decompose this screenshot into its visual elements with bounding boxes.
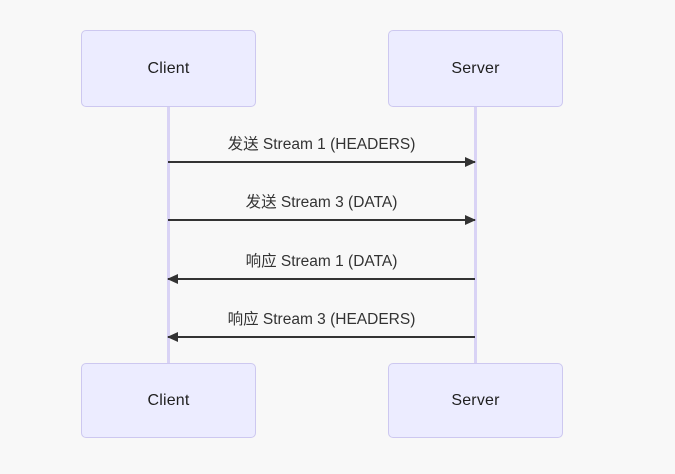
lifeline-server xyxy=(473,107,477,364)
message-4-label: 响应 Stream 3 (HEADERS) xyxy=(227,311,416,329)
participant-box-client-top[interactable]: Client xyxy=(81,30,256,107)
message-2-label: 发送 Stream 3 (DATA) xyxy=(245,194,398,212)
participant-label-client-top: Client xyxy=(147,59,190,77)
lifeline-client xyxy=(166,107,170,364)
participant-label-server-top: Server xyxy=(451,59,500,77)
participant-label-client-bottom: Client xyxy=(147,391,190,409)
message-4-line xyxy=(168,336,475,338)
participant-box-client-bottom[interactable]: Client xyxy=(81,363,256,438)
participant-label-server-bottom: Server xyxy=(451,391,500,409)
arrow-left-icon xyxy=(167,274,178,285)
message-3-line xyxy=(168,278,475,280)
message-1-label: 发送 Stream 1 (HEADERS) xyxy=(227,136,416,154)
message-2-line xyxy=(168,219,475,221)
arrow-left-icon xyxy=(167,332,178,343)
message-1-line xyxy=(168,161,475,163)
arrow-right-icon xyxy=(465,215,476,226)
message-3-label: 响应 Stream 1 (DATA) xyxy=(245,253,398,271)
arrow-right-icon xyxy=(465,157,476,168)
participant-box-server-top[interactable]: Server xyxy=(388,30,563,107)
participant-box-server-bottom[interactable]: Server xyxy=(388,363,563,438)
